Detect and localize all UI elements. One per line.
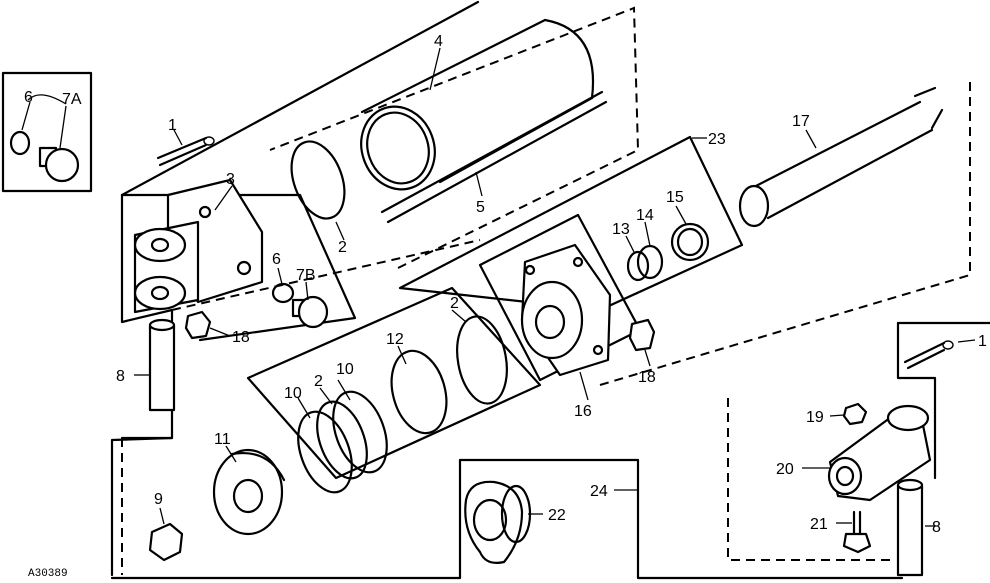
bushing-15 xyxy=(670,222,710,262)
callout-10-left: 10 xyxy=(284,385,302,402)
piston-rod-17 xyxy=(738,86,944,228)
callout-1-right: 1 xyxy=(978,333,987,350)
callout-9: 9 xyxy=(154,491,163,508)
callout-22: 22 xyxy=(548,507,566,524)
callout-2-middle: 2 xyxy=(314,373,323,390)
bottom-box-line xyxy=(110,458,904,580)
callout-12: 12 xyxy=(386,331,404,348)
callout-4: 4 xyxy=(434,33,443,50)
callout-6: 6 xyxy=(272,251,281,268)
callout-1-left: 1 xyxy=(168,117,177,134)
image-code: A30389 xyxy=(28,568,68,580)
main-outline-top xyxy=(120,0,480,197)
wear-ring-10-left xyxy=(297,410,353,494)
rear-clevis-3 xyxy=(133,178,264,314)
o-ring-2-upper xyxy=(290,140,346,220)
o-ring-2-middle xyxy=(316,400,368,480)
yoke-box-right xyxy=(896,321,937,480)
callout-7a: 7A xyxy=(62,91,82,108)
callout-23: 23 xyxy=(708,131,726,148)
seal-12 xyxy=(390,349,448,435)
callout-24: 24 xyxy=(590,483,608,500)
callout-13: 13 xyxy=(612,221,630,238)
o-ring-6-inset xyxy=(9,130,31,156)
callout-16: 16 xyxy=(574,403,592,420)
clevis-pin-8-right xyxy=(896,478,924,577)
callout-15: 15 xyxy=(666,189,684,206)
nut-9 xyxy=(148,522,184,562)
inset-box xyxy=(1,71,93,193)
nut-18-right xyxy=(628,318,656,352)
seal-14 xyxy=(636,244,664,280)
barrel-group-outline xyxy=(269,6,640,269)
callout-8-left: 8 xyxy=(116,368,125,385)
cotter-pin-left xyxy=(156,136,215,167)
plug-7a xyxy=(38,146,80,183)
callout-11: 11 xyxy=(214,431,231,448)
callout-17: 17 xyxy=(792,113,810,130)
seal-22 xyxy=(464,480,532,564)
wear-ring-10-right xyxy=(332,390,388,474)
callout-2-upper: 2 xyxy=(338,239,347,256)
seal-13 xyxy=(626,250,650,282)
callout-18-left: 18 xyxy=(232,329,250,346)
nut-19 xyxy=(842,402,868,426)
bottom-box-left xyxy=(110,436,174,577)
callout-8-right: 8 xyxy=(932,519,941,536)
callout-14: 14 xyxy=(636,207,654,224)
end-cap-16 xyxy=(520,243,612,377)
callout-20: 20 xyxy=(776,461,794,478)
callout-10-right: 10 xyxy=(336,361,354,378)
piston-seal-box xyxy=(246,286,542,480)
main-outline-dash-mid xyxy=(171,239,481,311)
bolt-21 xyxy=(842,510,872,554)
callout-6-inset: 6 xyxy=(24,89,33,106)
callout-2-lower: 2 xyxy=(450,295,459,312)
yoke-20 xyxy=(827,404,932,502)
piston-11 xyxy=(212,448,286,536)
clevis-pin-8-left xyxy=(148,318,176,412)
callout-5: 5 xyxy=(476,199,485,216)
main-outline-dash-right xyxy=(599,80,971,386)
callout-18-right: 18 xyxy=(638,369,656,386)
o-ring-2-lower xyxy=(456,315,508,405)
callout-21: 21 xyxy=(810,516,828,533)
callout-3: 3 xyxy=(226,171,235,188)
yoke-box-dash xyxy=(727,398,890,561)
callout-7b: 7B xyxy=(296,267,316,284)
nut-18-left xyxy=(184,310,212,340)
plug-7b xyxy=(291,295,329,329)
callout-19: 19 xyxy=(806,409,824,426)
cylinder-barrel-4 xyxy=(360,18,595,191)
tie-rod-5 xyxy=(380,90,608,224)
o-ring-6 xyxy=(271,282,295,304)
cotter-pin-right xyxy=(903,340,954,370)
